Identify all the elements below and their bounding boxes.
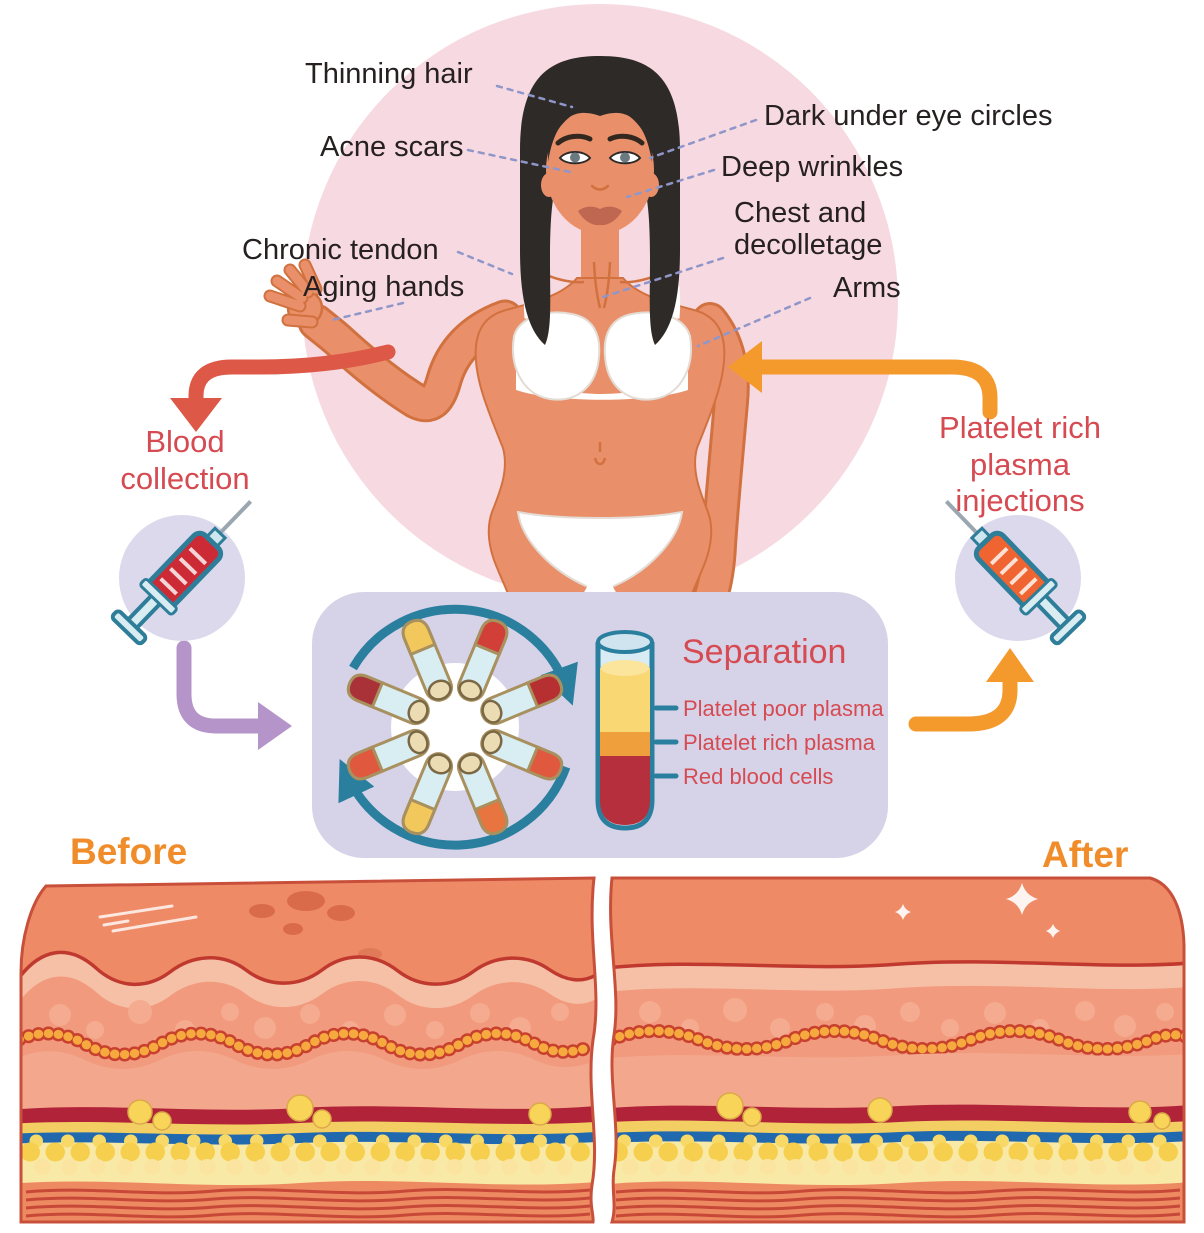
label-dark-under-eye: Dark under eye circles xyxy=(764,100,1053,132)
label-acne-scars: Acne scars xyxy=(320,131,464,163)
after-label: After xyxy=(1042,834,1129,875)
skin-before-illustration xyxy=(19,876,598,1224)
prp-syringe-icon xyxy=(944,500,1087,646)
muscle-striations xyxy=(25,1188,591,1219)
woman-figure xyxy=(263,56,750,614)
separation-tube-icon xyxy=(595,630,655,831)
label-arms: Arms xyxy=(833,272,901,304)
skin-after-illustration xyxy=(609,876,1186,1224)
sparkle-icon xyxy=(895,883,1060,938)
fat-cells xyxy=(716,1092,1171,1130)
label-thinning-hair: Thinning hair xyxy=(305,58,473,90)
label-chronic-tendon: Chronic tendon xyxy=(242,234,439,266)
facial-features xyxy=(555,133,645,226)
body-creases xyxy=(539,261,665,466)
leader-lines xyxy=(330,84,812,348)
prp-injection-arrow-icon xyxy=(728,341,998,420)
separation-layer-label: Red blood cells xyxy=(683,764,834,789)
blood-to-centrifuge-arrow-icon xyxy=(176,640,292,750)
front-hair xyxy=(548,82,652,162)
left-arm xyxy=(263,258,524,423)
age-spots xyxy=(249,891,382,960)
fat-cells xyxy=(127,1094,552,1131)
blood-collection-arrow-icon xyxy=(170,344,396,432)
muscle-striations xyxy=(615,1188,1181,1219)
label-chest-decolletage: Chest and decolletage xyxy=(734,197,883,262)
label-aging-hands: Aging hands xyxy=(303,271,465,303)
blood-syringe-icon xyxy=(110,500,253,646)
separation-layer-label: Platelet rich plasma xyxy=(683,730,875,755)
centrifuge-icon xyxy=(338,604,578,850)
separation-layer-label: Platelet poor plasma xyxy=(683,696,884,721)
prp-injections-label: Platelet rich plasma injections xyxy=(939,410,1101,519)
centrifuge-tubes xyxy=(346,618,564,836)
blood-collection-label: Blood collection xyxy=(120,424,250,496)
separation-title: Separation xyxy=(682,633,847,671)
right-arm xyxy=(692,302,750,614)
scratch-lines xyxy=(98,904,198,933)
underwear xyxy=(516,510,684,594)
label-deep-wrinkles: Deep wrinkles xyxy=(721,151,904,183)
tube-layer-ticks xyxy=(653,705,679,779)
before-label: Before xyxy=(70,831,188,872)
plasma-to-syringe-arrow-icon xyxy=(908,648,1034,732)
